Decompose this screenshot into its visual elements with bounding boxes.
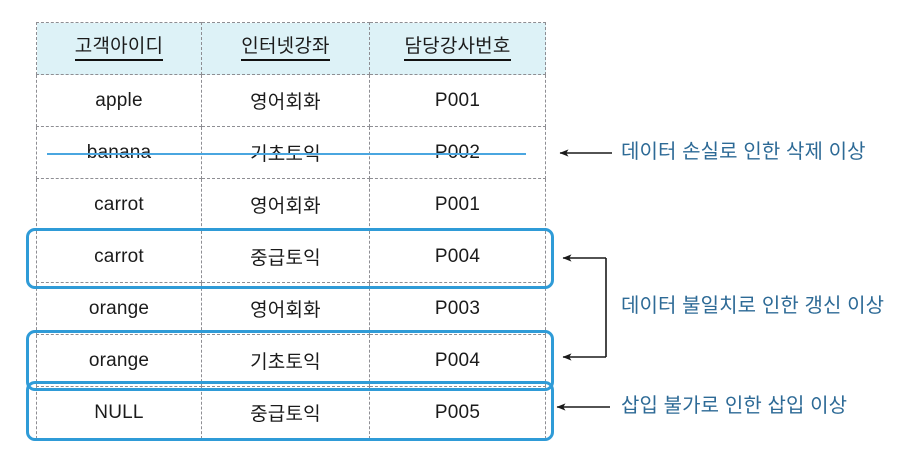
anomaly-table-wrapper: 고객아이디 인터넷강좌 담당강사번호 apple 영어회화 P001	[36, 22, 546, 439]
column-header-internet-course-label: 인터넷강좌	[241, 36, 330, 61]
cell-customer-id: orange	[36, 334, 202, 387]
annotation-delete-anomaly: 데이터 손실로 인한 삭제 이상	[621, 141, 866, 163]
cell-internet-course: 영어회화	[201, 282, 370, 335]
table-row: apple 영어회화 P001	[36, 74, 546, 127]
cell-internet-course: 기초토익	[201, 126, 370, 179]
cell-customer-id: banana	[36, 126, 202, 179]
table-header: 고객아이디 인터넷강좌 담당강사번호	[36, 22, 546, 75]
table-row: orange 영어회화 P003	[36, 282, 546, 335]
cell-instructor-no: P001	[369, 178, 546, 231]
cell-instructor-no: P005	[369, 386, 546, 439]
cell-customer-id: carrot	[36, 230, 202, 283]
cell-customer-id: NULL	[36, 386, 202, 439]
cell-internet-course: 중급토익	[201, 386, 370, 439]
column-header-internet-course: 인터넷강좌	[201, 22, 370, 75]
cell-instructor-no: P001	[369, 74, 546, 127]
cell-internet-course: 영어회화	[201, 74, 370, 127]
cell-instructor-no: P003	[369, 282, 546, 335]
table-row-deleted: banana 기초토익 P002	[36, 126, 546, 179]
table-row-highlighted: orange 기초토익 P004	[36, 334, 546, 387]
annotation-update-anomaly: 데이터 불일치로 인한 갱신 이상	[621, 295, 885, 317]
annotation-insert-anomaly: 삽입 불가로 인한 삽입 이상	[621, 395, 848, 417]
cell-instructor-no: P004	[369, 334, 546, 387]
column-header-instructor-no-label: 담당강사번호	[404, 36, 511, 61]
cell-instructor-no: P002	[369, 126, 546, 179]
table-header-row: 고객아이디 인터넷강좌 담당강사번호	[36, 22, 546, 75]
cell-customer-id: carrot	[36, 178, 202, 231]
anomaly-table: 고객아이디 인터넷강좌 담당강사번호 apple 영어회화 P001	[36, 22, 546, 439]
table-row-highlighted: carrot 중급토익 P004	[36, 230, 546, 283]
cell-internet-course: 영어회화	[201, 178, 370, 231]
cell-instructor-no: P004	[369, 230, 546, 283]
table-body: apple 영어회화 P001 banana 기초토익 P002 carrot …	[36, 74, 546, 439]
column-header-customer-id: 고객아이디	[36, 22, 202, 75]
table-row-highlighted: NULL 중급토익 P005	[36, 386, 546, 439]
cell-internet-course: 중급토익	[201, 230, 370, 283]
table-row: carrot 영어회화 P001	[36, 178, 546, 231]
cell-customer-id: orange	[36, 282, 202, 335]
column-header-customer-id-label: 고객아이디	[74, 36, 164, 61]
column-header-instructor-no: 담당강사번호	[369, 22, 546, 75]
cell-internet-course: 기초토익	[201, 334, 370, 387]
cell-customer-id: apple	[36, 74, 202, 127]
